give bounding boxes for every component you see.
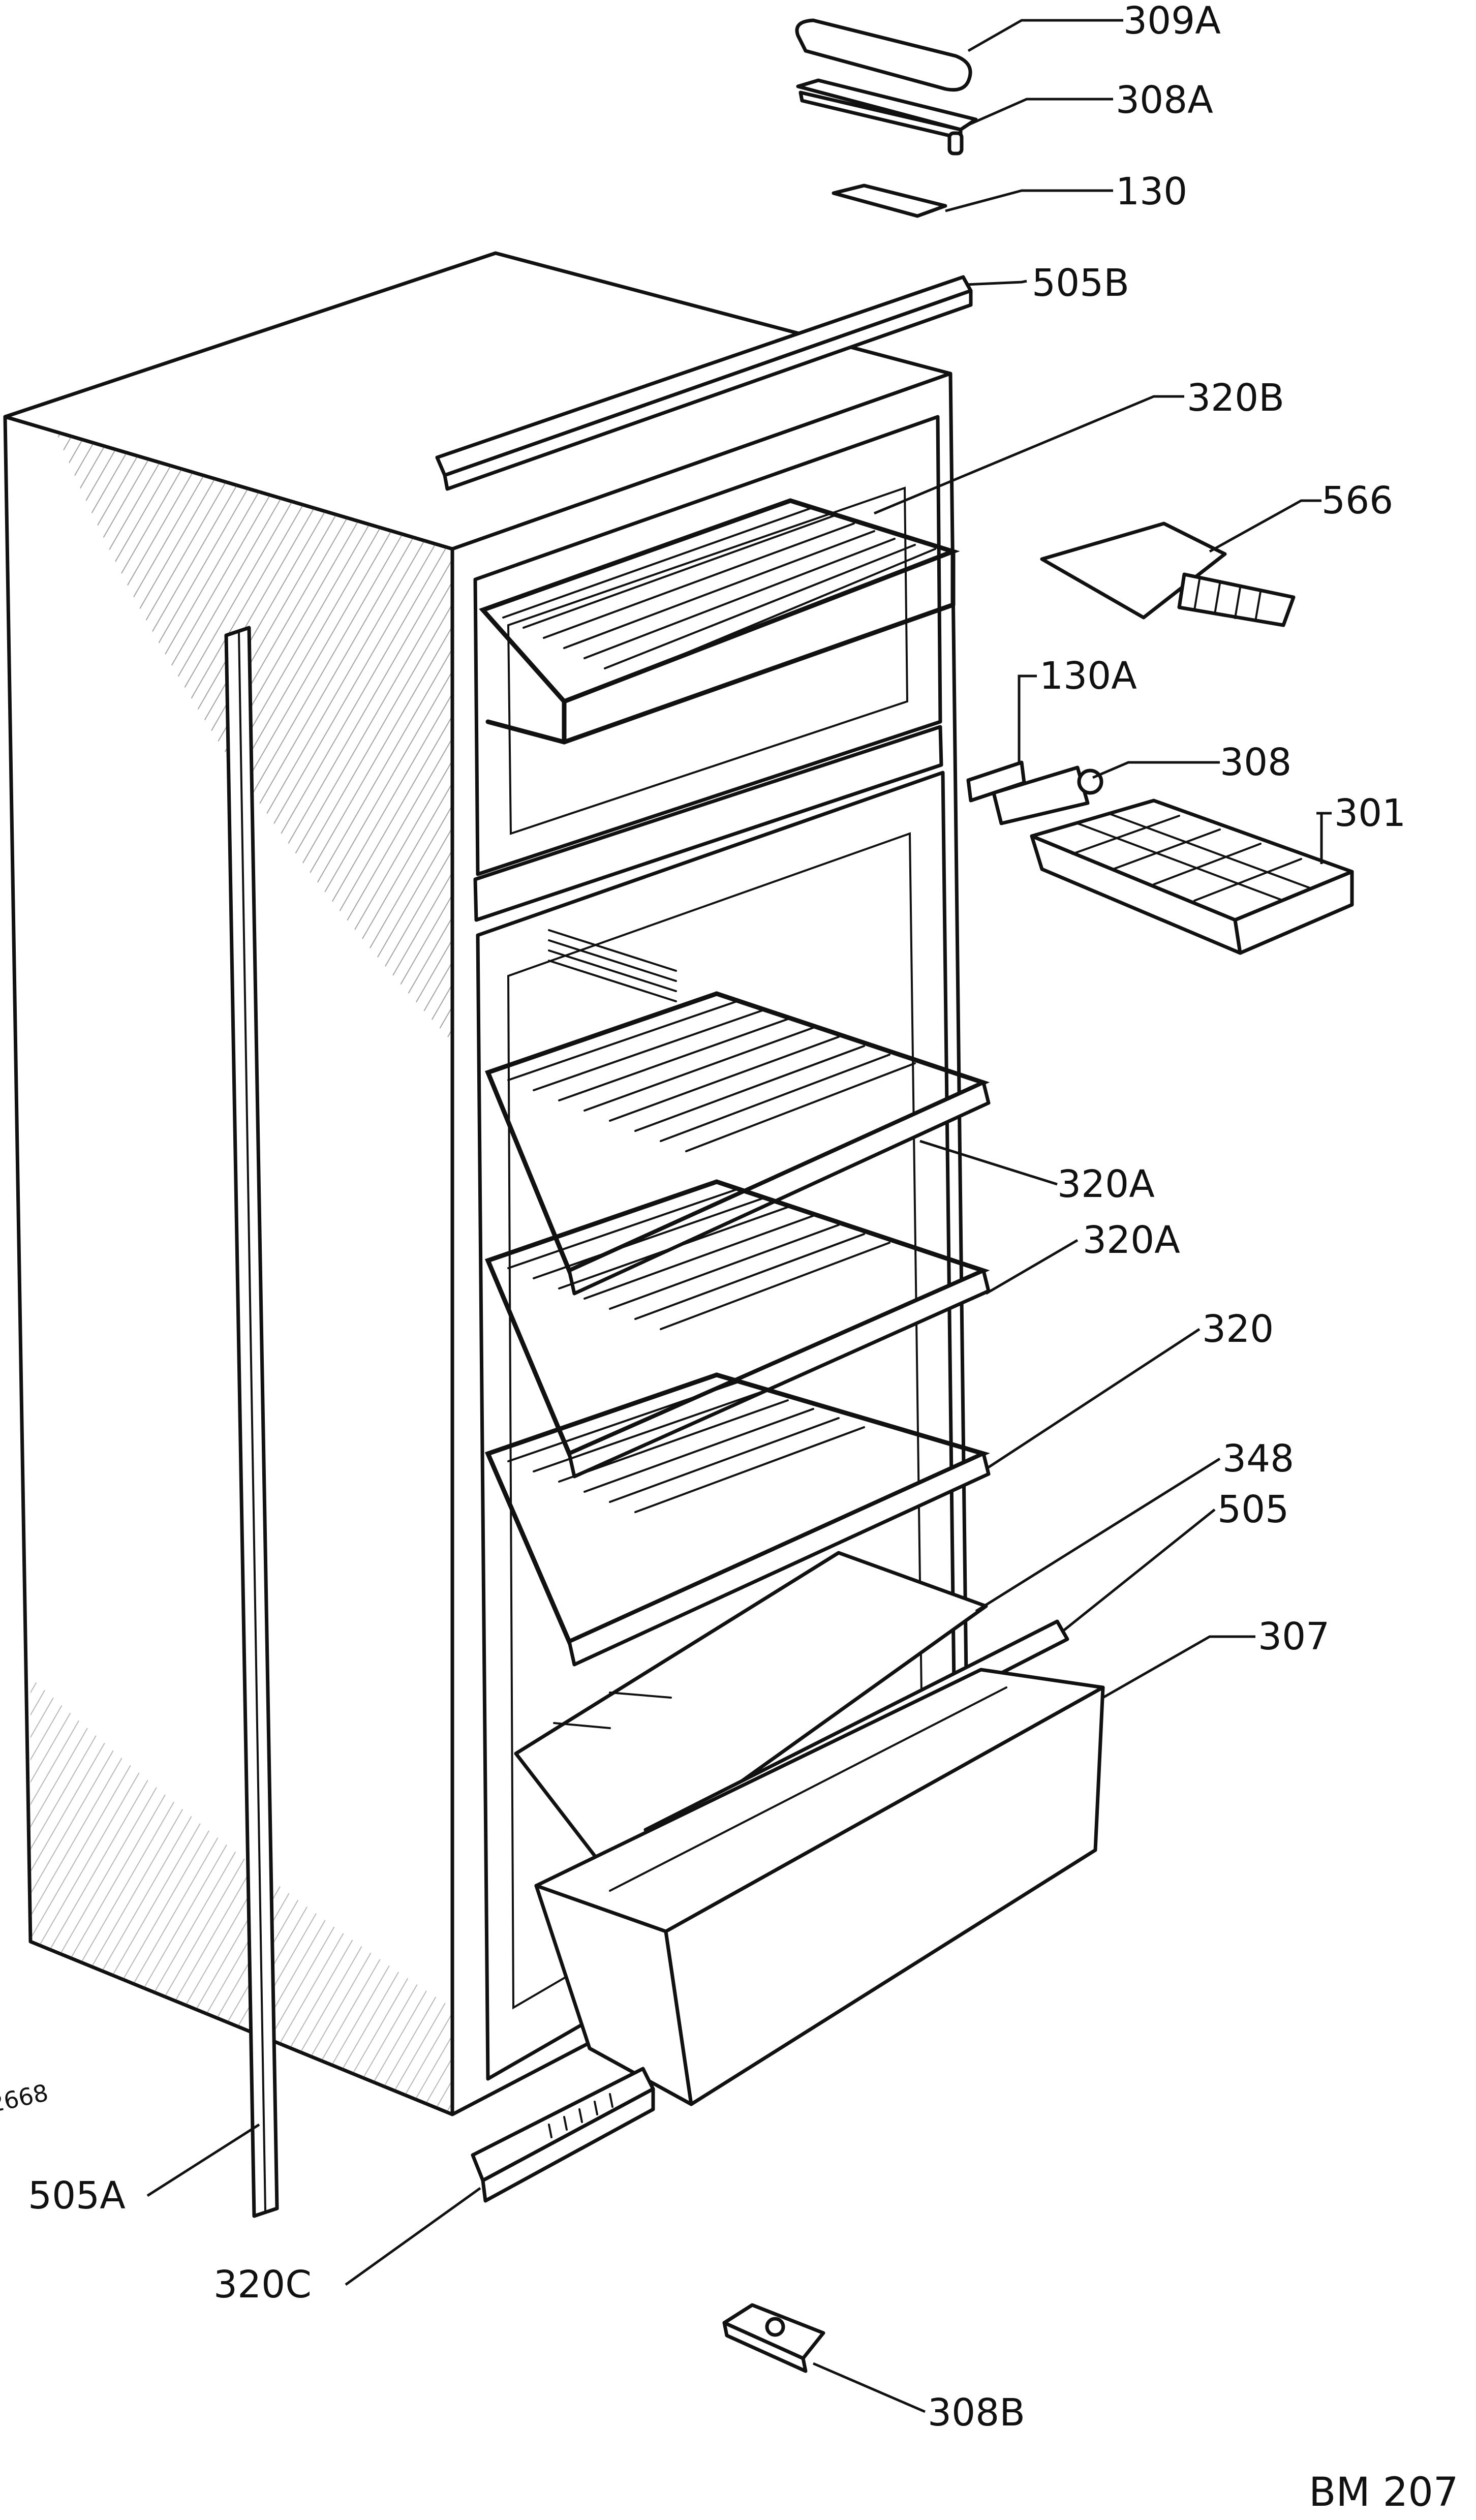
label-505: 505 [1217, 1488, 1289, 1531]
label-505b: 505B [1032, 261, 1129, 305]
label-320c: 320C [213, 2263, 312, 2307]
drawer-rail-320c [471, 2067, 655, 2203]
hinge-cover-309a [795, 18, 972, 92]
spacer-130 [832, 183, 947, 218]
cabinet-side-shading-lower [30, 1677, 452, 2114]
cabinet-side-shading [56, 432, 452, 1042]
freezer-shelf-320b [479, 498, 960, 745]
evaporator-grille [548, 929, 677, 1002]
ice-tray-301 [1030, 798, 1354, 955]
rail-slots [548, 2093, 613, 2138]
leader-lines [146, 19, 1332, 2413]
label-307: 307 [1258, 1615, 1330, 1658]
door-seal-505a [224, 626, 279, 2218]
label-320a-upper: 320A [1057, 1162, 1155, 1206]
ice-tray-cells [1071, 812, 1312, 902]
label-308a: 308A [1116, 78, 1213, 122]
label-130a: 130A [1039, 654, 1137, 698]
shelf-320 [484, 1372, 991, 1667]
label-566: 566 [1321, 479, 1393, 523]
label-320b: 320B [1187, 376, 1284, 420]
scraper-grip-lines [1193, 578, 1262, 622]
top-trim-505b [435, 275, 973, 491]
label-320a-lower: 320A [1083, 1218, 1180, 1262]
freezer-inner-back [507, 486, 909, 835]
crisper-drawer-307 [534, 1668, 1105, 2106]
shelf-320a-upper [485, 991, 991, 1296]
label-320: 320 [1202, 1307, 1274, 1351]
hinge-308 [992, 765, 1103, 825]
label-505a: 505A [28, 2174, 126, 2218]
compartment-divider [473, 725, 943, 922]
label-301: 301 [1334, 791, 1406, 835]
label-308b: 308B [928, 2391, 1025, 2435]
ice-scraper-566 [1040, 521, 1296, 627]
serial-stamp: BM207-02668 [0, 2079, 51, 2140]
label-308: 308 [1220, 741, 1292, 784]
label-309a: 309A [1123, 0, 1221, 43]
hinge-plate-308a [796, 78, 978, 156]
shelf-320a-lower [484, 1179, 991, 1479]
part-labels: 309A 308A 130 505B 320B 566 130A 308 301… [28, 0, 1406, 2435]
freezer-shelf-bars [502, 507, 936, 680]
hinge-308b [722, 2303, 825, 2373]
label-130: 130 [1116, 170, 1187, 213]
label-348: 348 [1222, 1437, 1294, 1481]
drawing-number: BM 207 [1309, 2470, 1458, 2515]
